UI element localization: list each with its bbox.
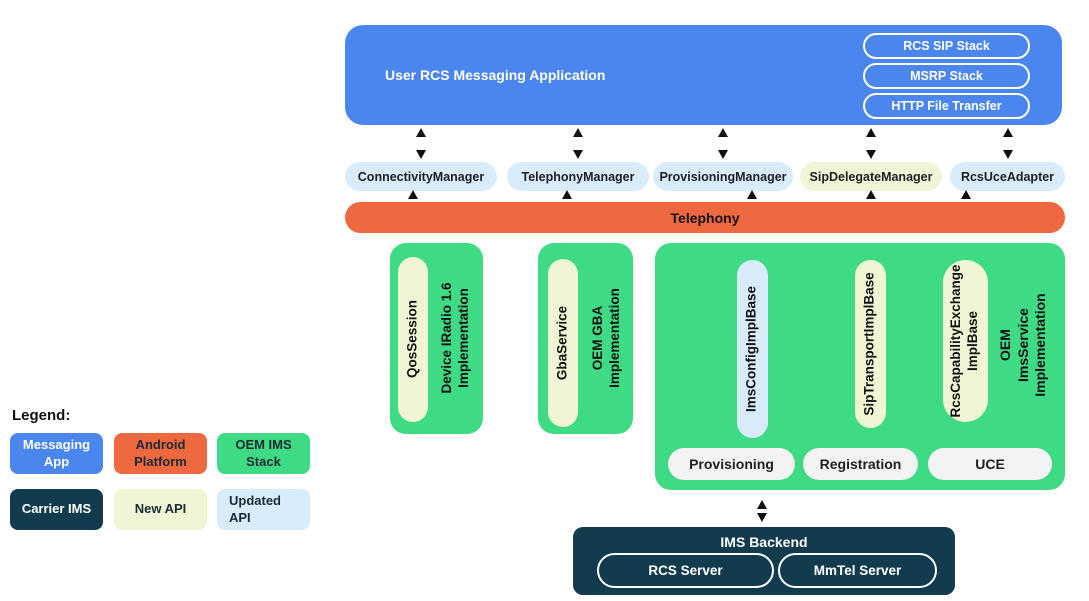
arrow-up-icon (718, 128, 728, 137)
arrow-down-icon (718, 150, 728, 159)
telephony-bar: Telephony (345, 202, 1065, 233)
arrow-up-icon (562, 190, 572, 199)
sip-delegate-manager-pill: SipDelegateManager (800, 162, 942, 191)
arrow-up-icon (866, 190, 876, 199)
arrow-up-icon (573, 128, 583, 137)
registration-pill: Registration (803, 448, 918, 480)
qos-session-label: QosSession (404, 299, 420, 379)
user-rcs-messaging-application-box: User RCS Messaging Application RCS SIP S… (345, 25, 1062, 125)
legend-item-carrier-ims: Carrier IMS (10, 489, 103, 530)
legend-item-messaging-app: Messaging App (10, 433, 103, 474)
arrow-up-icon (1003, 128, 1013, 137)
ims-config-impl-base-label: ImsConfigImplBase (743, 285, 759, 413)
arrow-down-icon (757, 513, 767, 522)
legend-item-oem-ims-stack: OEM IMS Stack (217, 433, 310, 474)
arrow-up-icon (866, 128, 876, 137)
oem-ims-service-label: OEM ImsService Implementation (996, 293, 1048, 397)
http-file-transfer-pill: HTTP File Transfer (863, 93, 1030, 119)
provisioning-pill: Provisioning (668, 448, 795, 480)
arrow-up-icon (757, 500, 767, 509)
arrow-up-icon (416, 128, 426, 137)
sip-transport-impl-base-pill (855, 260, 886, 428)
arrow-down-icon (416, 150, 426, 159)
qos-session-pill (398, 257, 428, 422)
mmtel-server-pill: MmTel Server (778, 553, 937, 588)
connectivity-manager-pill: ConnectivityManager (345, 162, 497, 191)
telephony-manager-pill: TelephonyManager (507, 162, 649, 191)
uce-pill: UCE (928, 448, 1052, 480)
arrow-down-icon (573, 150, 583, 159)
rcs-server-pill: RCS Server (597, 553, 774, 588)
rcs-uce-adapter-pill: RcsUceAdapter (950, 162, 1065, 191)
legend-item-updated-api: Updated API (217, 489, 310, 530)
ims-backend-box: IMS Backend RCS Server MmTel Server (573, 527, 955, 595)
gba-service-pill (548, 259, 578, 427)
sip-transport-impl-base-label: SipTransportImplBase (861, 272, 877, 416)
legend-title: Legend: (12, 407, 71, 424)
arrow-up-icon (747, 190, 757, 199)
arrow-down-icon (866, 150, 876, 159)
msrp-stack-pill: MSRP Stack (863, 63, 1030, 89)
ims-backend-label: IMS Backend (720, 534, 808, 550)
ims-config-impl-base-pill (737, 260, 768, 438)
provisioning-manager-pill: ProvisioningManager (653, 162, 793, 191)
user-rcs-messaging-application-label: User RCS Messaging Application (385, 67, 606, 83)
oem-gba-label: OEM GBA Implementation (590, 288, 622, 388)
legend-item-android-platform: Android Platform (114, 433, 207, 474)
rcs-capability-exchange-impl-base-label: RcsCapabilityExchange ImplBase (948, 264, 980, 418)
rcs-capability-exchange-impl-base-pill (943, 260, 988, 422)
gba-service-label: GbaService (554, 305, 570, 381)
arrow-down-icon (1003, 150, 1013, 159)
rcs-sip-stack-pill: RCS SIP Stack (863, 33, 1030, 59)
legend-item-new-api: New API (114, 489, 207, 530)
device-iradio-label: Device IRadio 1.6 Implementation (439, 282, 471, 394)
arrow-up-icon (961, 190, 971, 199)
arrow-up-icon (408, 190, 418, 199)
